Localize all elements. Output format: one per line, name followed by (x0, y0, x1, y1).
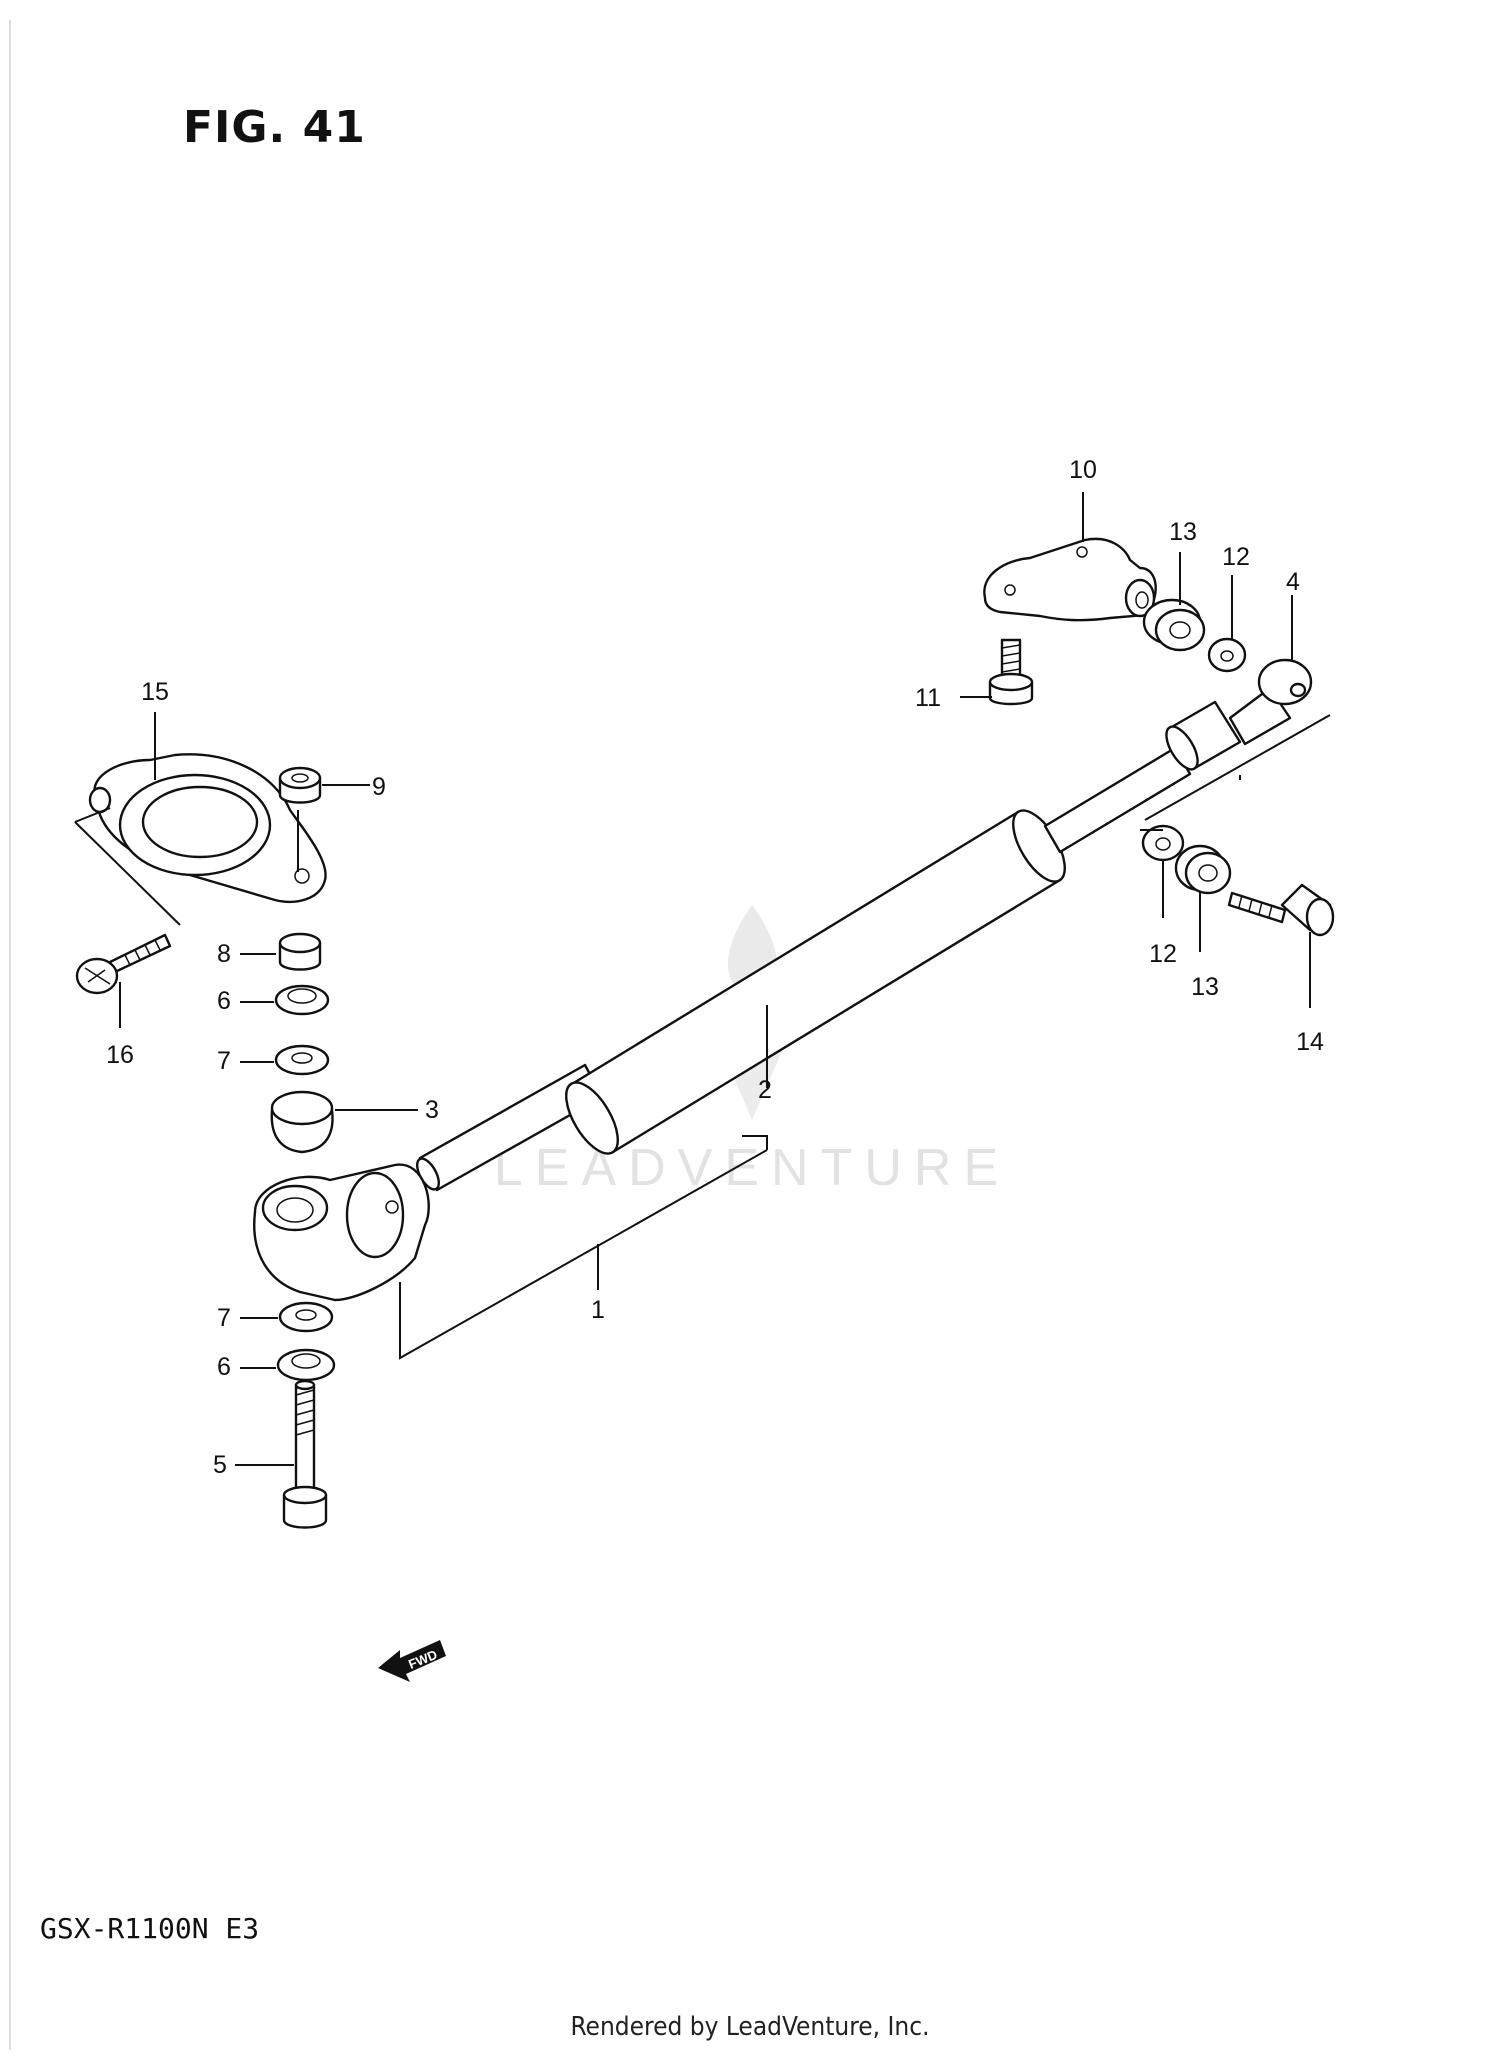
part-5-bolt (282, 1379, 328, 1529)
damper-shaft-right (1043, 746, 1192, 854)
callout-16: 16 (106, 1041, 134, 1069)
watermark-text: LEADVENTURE (494, 1139, 1010, 1197)
model-code: GSX-R1100N E3 (40, 1912, 260, 1945)
rod-end-hole (1289, 682, 1307, 698)
callout-13-upper: 13 (1169, 518, 1197, 546)
fwd-label: FWD (406, 1647, 439, 1672)
lower-clamp (253, 1163, 430, 1302)
callout-5: 5 (213, 1451, 227, 1479)
clamp-eye (261, 1184, 329, 1232)
clamp-stud-hole (294, 868, 310, 884)
callout-numbers: 1 2 3 4 5 6 6 7 7 8 9 10 11 12 12 13 13 … (106, 456, 1324, 1479)
part-6-upper-washer (274, 984, 330, 1016)
callout-7-lower: 7 (217, 1304, 231, 1332)
bracket-hole-b (1076, 546, 1088, 558)
part-16-bolt (75, 933, 172, 995)
clamp-bolt-hole (385, 1200, 399, 1214)
callout-11: 11 (915, 684, 941, 712)
part-12-lower-washer (1141, 824, 1185, 862)
part-3-bushing (270, 1090, 334, 1154)
part-11-bolt (988, 638, 1034, 706)
upper-clamp (88, 753, 327, 903)
callout-8: 8 (217, 940, 231, 968)
bracket-boss-hole (1135, 591, 1149, 609)
callout-15: 15 (141, 678, 169, 706)
clamp-ring-inner (141, 785, 259, 859)
damper-cylinder (570, 810, 1062, 1154)
callout-13-lower: 13 (1191, 973, 1219, 1001)
callout-3: 3 (425, 1096, 439, 1124)
fwd-arrow-icon: FWD (378, 1640, 446, 1682)
callout-4: 4 (1286, 568, 1300, 596)
part-13-lower-collar (1174, 844, 1232, 895)
upper-bracket (983, 537, 1157, 622)
bracket-hole-a (1004, 584, 1016, 596)
part-6-lower-washer (276, 1348, 336, 1382)
callout-7-upper: 7 (217, 1047, 231, 1075)
callout-14: 14 (1296, 1028, 1324, 1056)
rod-end-eye (1257, 658, 1313, 706)
part-13-upper-collar (1142, 598, 1206, 652)
leader-lines (74, 492, 1331, 1466)
part-14-bolt (1227, 883, 1335, 937)
figure-title: FIG. 41 (183, 102, 366, 153)
part-7-lower-washer (278, 1301, 334, 1333)
steering-damper (253, 658, 1313, 1302)
part-12-upper-washer (1207, 637, 1247, 673)
footer-credit: Rendered by LeadVenture, Inc. (570, 2012, 930, 2042)
callout-6-lower: 6 (217, 1353, 231, 1381)
bracket-body (983, 537, 1157, 622)
cylinder-end-left (565, 1081, 619, 1155)
clamp-eye-hole (276, 1197, 314, 1223)
part-8-collar (278, 932, 322, 971)
callout-1: 1 (591, 1296, 605, 1324)
part-7-upper-washer (274, 1044, 330, 1076)
callout-12-lower: 12 (1149, 940, 1177, 968)
callout-2: 2 (758, 1076, 772, 1104)
callout-12-upper: 12 (1222, 543, 1250, 571)
collar-face (1165, 725, 1199, 771)
bracket-boss (1124, 578, 1156, 618)
callout-6-upper: 6 (217, 987, 231, 1015)
part-9-nut (278, 766, 322, 804)
clamp-barrel (345, 1171, 405, 1259)
callout-9: 9 (372, 773, 386, 801)
callout-10: 10 (1069, 456, 1097, 484)
